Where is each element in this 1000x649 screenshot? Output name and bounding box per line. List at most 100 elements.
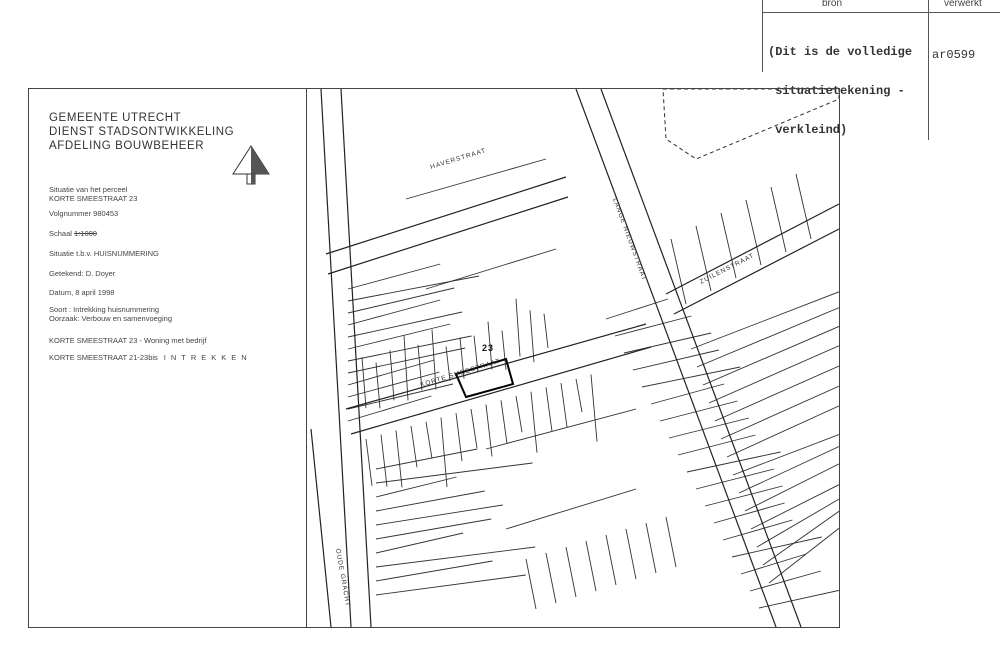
parcel-boundary — [605, 534, 617, 586]
parcel-boundary — [380, 434, 388, 487]
parcel-boundary — [375, 448, 478, 470]
parcel-boundary — [732, 434, 839, 476]
title-block: GEMEENTE UTRECHT DIENST STADSONTWIKKELIN… — [29, 89, 307, 627]
parcel-boundary — [410, 426, 418, 468]
parcel-boundary — [575, 378, 583, 413]
parcel-boundary — [530, 391, 538, 453]
type-cause-block: Soort : Intrekking huisnummering Oorzaak… — [49, 305, 172, 323]
parcel-boundary — [659, 400, 738, 422]
parcel-boundary — [720, 385, 839, 440]
parcel-boundary — [749, 570, 821, 592]
parcel-boundary — [623, 332, 712, 354]
parcel-boundary — [714, 365, 839, 422]
parcel-boundary — [347, 347, 466, 374]
stamp-divider — [762, 12, 1000, 13]
parcel-boundary — [347, 335, 472, 362]
parcel-boundary — [585, 540, 597, 592]
parcel-boundary — [347, 323, 451, 350]
parcel-boundary — [722, 519, 793, 541]
stamp-header-processed: verwerkt — [944, 0, 982, 9]
parcel-boundary — [347, 299, 441, 326]
parcel-boundary — [726, 405, 839, 458]
parcel-boundary — [347, 395, 432, 422]
parcel-boundary — [744, 463, 839, 512]
parcel-boundary — [529, 310, 535, 363]
parcel-boundary — [455, 413, 463, 462]
parcel-boundary — [361, 357, 367, 409]
stamp-source-line: situatietekening - — [768, 84, 905, 98]
parcel-boundary — [708, 345, 839, 404]
sequence-number: Volgnummer 980453 — [49, 209, 119, 218]
highlighted-parcel-23 — [454, 357, 515, 399]
parcel-boundary — [545, 387, 553, 432]
parcel-boundary — [347, 275, 480, 302]
parcel-boundary — [665, 516, 677, 568]
parcel-boundary — [487, 321, 493, 370]
parcel-boundary — [500, 400, 508, 444]
parcel-boundary — [713, 502, 785, 524]
stamp-header-source: bron — [822, 0, 843, 9]
parcel-boundary — [795, 173, 812, 240]
parcel-boundary — [389, 350, 395, 401]
parcel-boundary — [515, 298, 521, 357]
parcel-boundary — [543, 313, 549, 348]
parcel-boundary — [590, 374, 598, 442]
parcel-boundary — [405, 158, 547, 200]
parcel-boundary — [473, 335, 479, 373]
parcel-boundary — [375, 504, 503, 526]
parcel-boundary — [440, 417, 448, 487]
parcel-boundary — [545, 552, 557, 604]
parcel-boundary — [625, 528, 637, 580]
parcel-boundary — [758, 589, 839, 609]
parcel-boundary — [375, 490, 485, 512]
type: Soort : Intrekking huisnummering — [49, 305, 160, 314]
archive-stamp-table: bron verwerkt (Dit is de volledige situa… — [762, 0, 1000, 140]
parcel-number-label: 23 — [482, 343, 494, 353]
stamp-divider — [762, 0, 763, 72]
stamp-source-line: (Dit is de volledige — [768, 45, 913, 59]
parcel-boundary — [690, 291, 839, 350]
parcel-boundary — [695, 468, 775, 490]
cause: Oorzaak: Verbouw en samenvoeging — [49, 314, 172, 323]
parcel-boundary — [738, 446, 839, 494]
parcel-boundary — [375, 560, 493, 582]
parcel-boundary — [560, 383, 568, 428]
parcel-boundary — [632, 349, 719, 371]
stamp-divider — [928, 0, 929, 140]
parcel-boundary — [695, 225, 712, 292]
parcel-boundary — [505, 488, 637, 530]
parcel-boundary — [704, 485, 783, 507]
parcel-boundary — [375, 518, 492, 540]
address-status-1: KORTE SMEESTRAAT 23 - Woning met bedrijf — [49, 336, 207, 345]
parcel-boundary — [431, 329, 437, 390]
parcel-boundary — [605, 298, 669, 320]
parcel-boundary — [347, 371, 440, 398]
parcel-boundary — [745, 199, 762, 266]
organization-heading: GEMEENTE UTRECHT DIENST STADSONTWIKKELIN… — [49, 111, 234, 153]
parcel-boundary — [668, 417, 749, 439]
parcel-boundary — [670, 238, 687, 305]
parcel-boundary — [641, 366, 741, 388]
action: INTREKKEN — [163, 353, 252, 362]
street-label-zuilenstraat: ZUILENSTRAAT — [699, 252, 756, 286]
parcel-boundary — [720, 212, 737, 279]
parcel-boundary — [365, 438, 373, 486]
parcel-boundary — [470, 408, 478, 449]
parcel-boundary — [485, 408, 637, 450]
scale-label: Schaal — [49, 229, 72, 238]
date: Datum, 8 april 1998 — [49, 288, 115, 297]
parcel-boundary — [770, 186, 787, 253]
parcel-boundary — [515, 395, 523, 433]
parcel-boundary — [762, 510, 839, 566]
parcel-boundary — [565, 546, 577, 598]
parcel-boundary — [375, 462, 533, 484]
situation-address: KORTE SMEESTRAAT 23 — [49, 194, 138, 203]
church-outline — [662, 89, 839, 160]
cadastral-map: KORTE SMEESTRAAT 23 OUDE GRACHT LANGE NI… — [310, 89, 839, 627]
parcel-boundary — [731, 536, 822, 558]
parcel-boundary — [750, 484, 839, 530]
parcel-boundary — [756, 498, 839, 548]
parcel-boundary — [702, 326, 839, 386]
parcel-boundary — [375, 574, 526, 596]
